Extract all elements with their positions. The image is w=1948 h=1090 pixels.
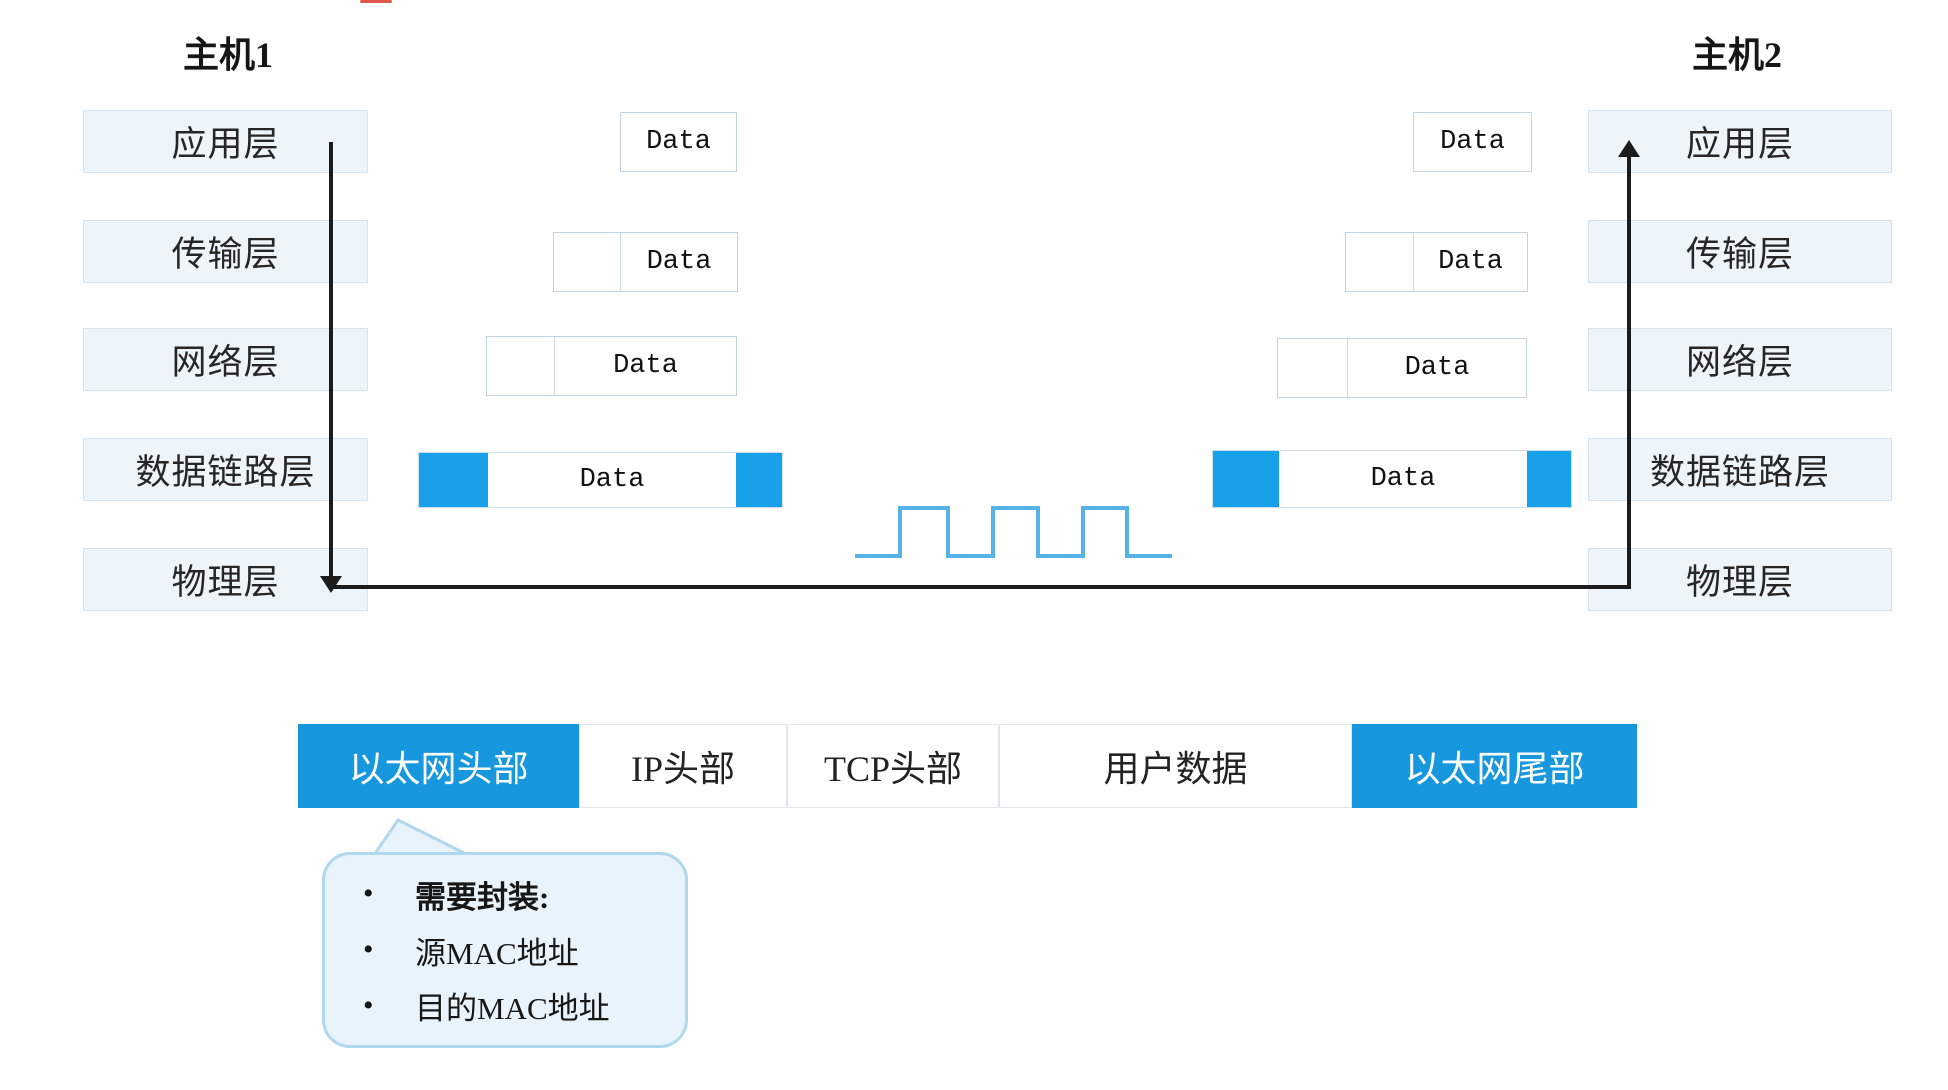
host1-pdu-network: Data <box>486 336 737 396</box>
data-label: Data <box>1438 247 1503 277</box>
callout-item-row: • 目的MAC地址 <box>359 983 675 1028</box>
physical-link-line <box>329 585 1631 589</box>
host2-pdu-network: Data <box>1277 338 1527 398</box>
tcp-header-cell <box>554 233 621 291</box>
host1-layer-datalink: 数据链路层 <box>83 438 368 501</box>
host2-layer-physical: 物理层 <box>1588 548 1892 611</box>
host2-pdu-application: Data <box>1413 112 1532 172</box>
host2-layer-transport: 传输层 <box>1588 220 1892 283</box>
callout-bubble: • 需要封装: • 源MAC地址 • 目的MAC地址 <box>322 852 688 1048</box>
bullet-icon: • <box>363 877 374 911</box>
ip-header-cell <box>1278 339 1348 397</box>
ethernet-header-cell <box>1213 451 1279 507</box>
ethernet-trailer-cell <box>1527 451 1571 507</box>
frame-segment-ethernet-header: 以太网头部 <box>298 724 579 808</box>
up-arrowhead-icon <box>1618 140 1640 157</box>
host2-layer-datalink: 数据链路层 <box>1588 438 1892 501</box>
tcp-header-cell <box>1346 233 1414 291</box>
data-label: Data <box>579 465 645 495</box>
data-label: Data <box>1440 127 1505 157</box>
data-label: Data <box>613 351 678 381</box>
bullet-icon: • <box>363 933 374 966</box>
ethernet-trailer-cell <box>736 453 782 507</box>
callout-tail-icon <box>370 818 475 860</box>
host2-layer-application: 应用层 <box>1588 110 1892 173</box>
host1-layer-transport: 传输层 <box>83 220 368 283</box>
frame-segment-ip-header: IP头部 <box>579 724 787 808</box>
host2-pdu-transport: Data <box>1345 232 1528 292</box>
data-label: Data <box>646 127 711 157</box>
host1-title: 主机1 <box>183 35 274 75</box>
data-label: Data <box>1370 464 1436 494</box>
host2-pdu-datalink: Data <box>1212 450 1572 508</box>
callout-item-dest-mac: 目的MAC地址 <box>415 991 610 1027</box>
callout-title-row: • 需要封装: <box>359 872 675 917</box>
red-mark <box>360 0 392 3</box>
frame-segment-tcp-header: TCP头部 <box>787 724 999 808</box>
bullet-icon: • <box>363 988 374 1022</box>
data-label: Data <box>1404 353 1470 383</box>
host2-title: 主机2 <box>1692 35 1783 75</box>
host1-layer-network: 网络层 <box>83 328 368 391</box>
square-wave-icon <box>855 506 1172 558</box>
frame-segment-ethernet-trailer: 以太网尾部 <box>1352 724 1637 808</box>
frame-segment-user-data: 用户数据 <box>999 724 1352 808</box>
callout-item-source-mac: 源MAC地址 <box>415 935 579 971</box>
down-arrow-line <box>329 142 333 578</box>
host2-layer-network: 网络层 <box>1588 328 1892 391</box>
host1-pdu-transport: Data <box>553 232 738 292</box>
host1-layer-application: 应用层 <box>83 110 368 173</box>
ethernet-header-cell <box>419 453 488 507</box>
up-arrow-line <box>1627 156 1631 589</box>
host1-pdu-datalink: Data <box>418 452 783 508</box>
ip-header-cell <box>487 337 555 395</box>
callout-title: 需要封装: <box>415 879 550 915</box>
data-label: Data <box>646 247 712 277</box>
callout-item-row: • 源MAC地址 <box>359 928 675 973</box>
host1-pdu-application: Data <box>620 112 737 172</box>
